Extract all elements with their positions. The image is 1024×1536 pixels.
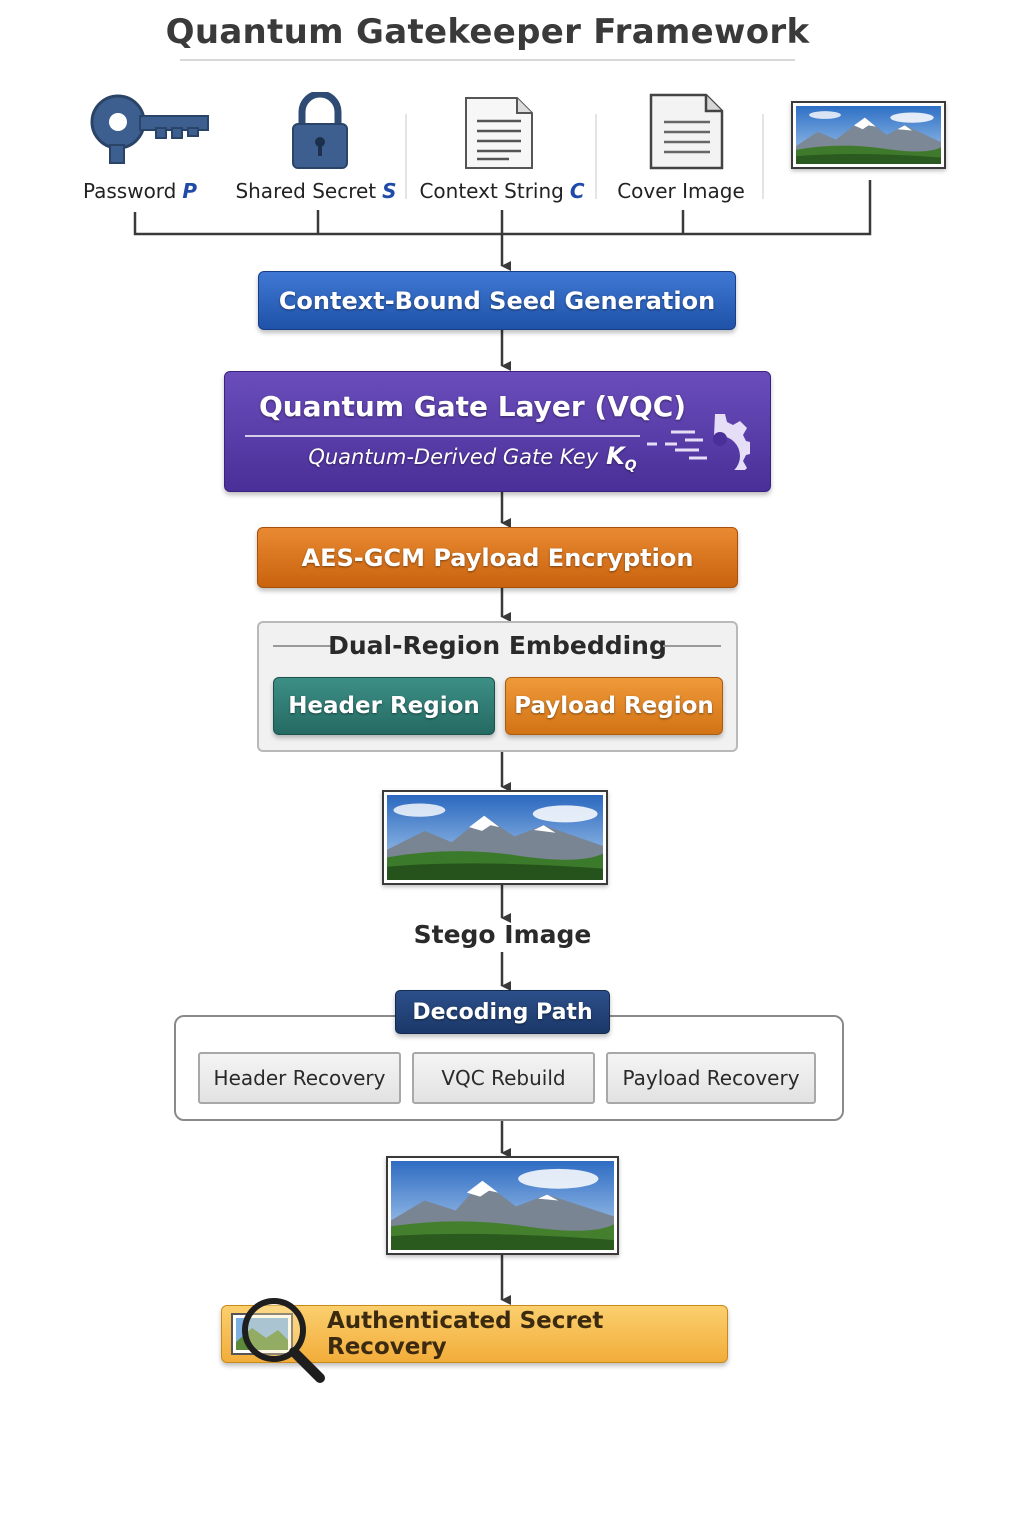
- key-icon: [90, 94, 209, 164]
- stego-image-label: Stego Image: [413, 920, 592, 949]
- vqc-rebuild-box: VQC Rebuild: [412, 1052, 595, 1104]
- embed-title-rule: [273, 645, 331, 647]
- vqc-title: Quantum Gate Layer (VQC): [258, 390, 687, 423]
- input-separator: [405, 114, 407, 199]
- document-icon: [649, 93, 724, 170]
- page-title: Quantum Gatekeeper Framework: [165, 12, 810, 52]
- padlock-icon: [292, 92, 348, 169]
- seed-generation-box: Context-Bound Seed Generation: [258, 271, 736, 330]
- header-region-box: Header Region: [273, 677, 495, 735]
- title-underline: [180, 59, 795, 61]
- dual-region-embedding-panel: Dual-Region Embedding Header Region Payl…: [257, 621, 738, 752]
- recovered-image: [386, 1156, 619, 1255]
- vqc-divider: [245, 435, 640, 437]
- payload-region-box: Payload Region: [505, 677, 723, 735]
- aes-gcm-encryption-box: AES-GCM Payload Encryption: [257, 527, 738, 588]
- payload-recovery-box: Payload Recovery: [606, 1052, 816, 1104]
- magnifier-icon: [231, 1298, 325, 1383]
- gear-icon: [647, 414, 750, 470]
- decoding-path-tag: Decoding Path: [395, 990, 610, 1034]
- embedding-title: Dual-Region Embedding: [328, 631, 667, 660]
- authenticated-secret-recovery-box: Authenticated Secret Recovery: [221, 1305, 728, 1363]
- document-icon: [465, 97, 533, 169]
- embed-title-rule: [663, 645, 721, 647]
- input-label-cover-image: Cover Image: [617, 179, 745, 203]
- header-recovery-box: Header Recovery: [198, 1052, 401, 1104]
- input-separator: [595, 114, 597, 199]
- stego-image: [382, 790, 608, 885]
- input-separator: [762, 114, 764, 199]
- quantum-gate-layer-box: Quantum Gate Layer (VQC) Quantum-Derived…: [224, 371, 771, 492]
- landscape-image: [791, 101, 946, 169]
